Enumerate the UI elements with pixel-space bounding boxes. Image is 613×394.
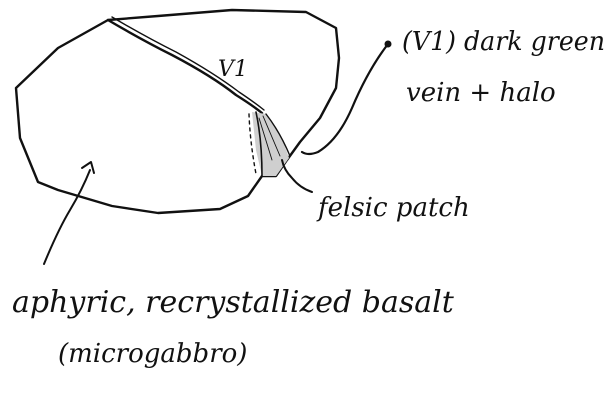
rock-outline [16,10,339,213]
rock-label-line1: aphyric, recrystallized basalt [12,285,455,320]
rock-arrowhead [82,162,94,173]
rock-label-line2: (microgabbro) [58,339,247,369]
felsic-leader-line [282,160,312,192]
rock-arrow-line [44,170,90,264]
vein-label-line1: (V1) dark green [402,27,605,57]
felsic-label: felsic patch [316,193,470,223]
vein-marker-label: V1 [218,57,248,82]
vein-leader-line [302,44,388,154]
vein-label-line2: vein + halo [406,78,556,108]
vein-leader-dot [385,41,392,48]
